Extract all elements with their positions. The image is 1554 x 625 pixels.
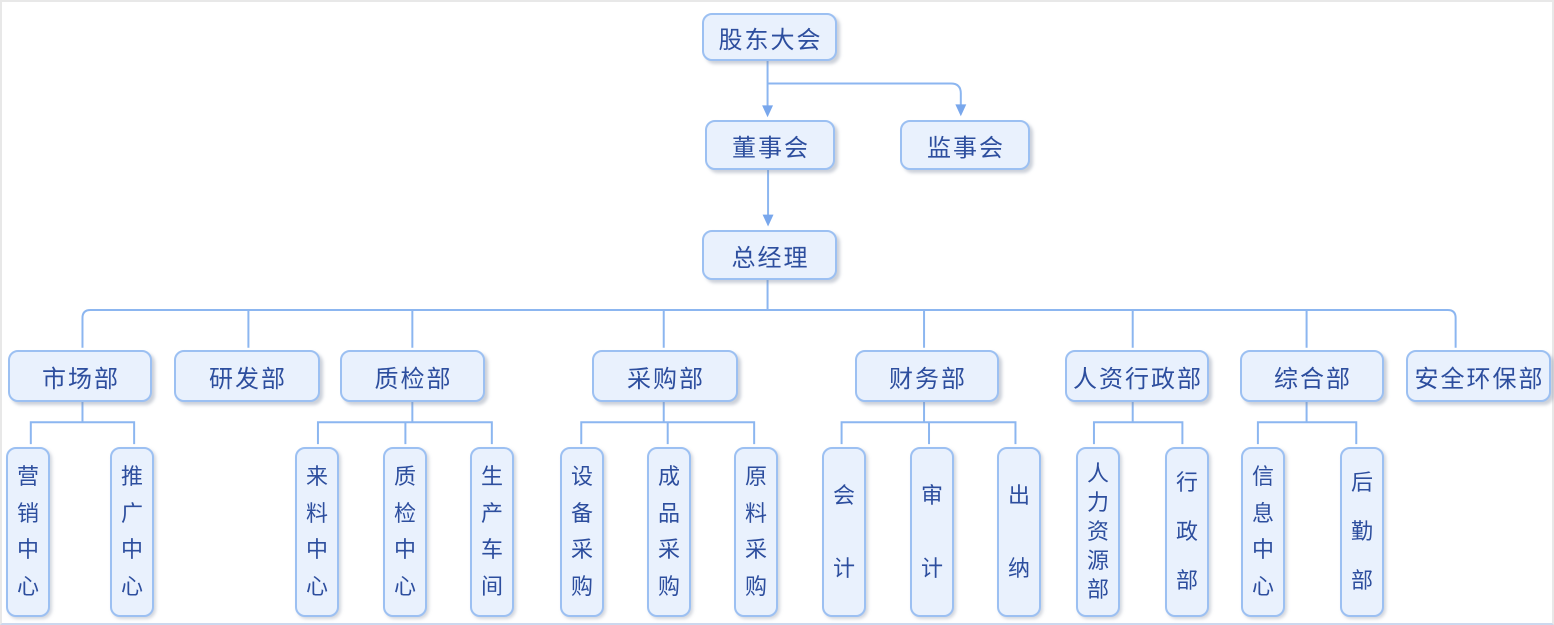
node-auditing[interactable]: 审计 xyxy=(910,447,954,617)
connector-gm-to-departments xyxy=(81,278,1457,348)
node-raw-material-purchasing[interactable]: 原料采购 xyxy=(734,447,778,617)
node-general-affairs-dept[interactable]: 综合部 xyxy=(1240,350,1384,402)
node-human-resources-dept[interactable]: 人力资源部 xyxy=(1076,447,1120,617)
node-admin-dept[interactable]: 行政部 xyxy=(1165,447,1209,617)
node-quality-inspection-center[interactable]: 质检中心 xyxy=(383,447,427,617)
node-cashier[interactable]: 出纳 xyxy=(997,447,1041,617)
node-information-center[interactable]: 信息中心 xyxy=(1241,447,1285,617)
connector-board-to-gm xyxy=(762,168,774,227)
node-marketing-center[interactable]: 营销中心 xyxy=(6,447,50,617)
node-safety-environment-dept[interactable]: 安全环保部 xyxy=(1406,350,1551,402)
node-shareholders-meeting[interactable]: 股东大会 xyxy=(702,13,837,61)
node-purchasing-dept[interactable]: 采购部 xyxy=(592,350,738,402)
connector-shareholders-to-level2 xyxy=(762,60,967,118)
node-rnd-dept[interactable]: 研发部 xyxy=(174,350,320,402)
node-finished-goods-purchasing[interactable]: 成品采购 xyxy=(647,447,691,617)
connector-quality-dept-children xyxy=(316,399,493,445)
node-accounting[interactable]: 会计 xyxy=(822,447,866,617)
node-equipment-purchasing[interactable]: 设备采购 xyxy=(560,447,604,617)
node-promotion-center[interactable]: 推广中心 xyxy=(110,447,154,617)
node-production-workshop[interactable]: 生产车间 xyxy=(470,447,514,617)
node-quality-inspection-dept[interactable]: 质检部 xyxy=(340,350,485,402)
node-supervisory-board[interactable]: 监事会 xyxy=(900,120,1030,170)
connector-hr-admin-dept-children xyxy=(1092,399,1184,445)
node-logistics-dept[interactable]: 后勤部 xyxy=(1340,447,1384,617)
connector-purchasing-dept-children xyxy=(580,399,756,445)
node-general-manager[interactable]: 总经理 xyxy=(702,230,837,280)
node-finance-dept[interactable]: 财务部 xyxy=(855,350,999,402)
node-marketing-dept[interactable]: 市场部 xyxy=(8,350,152,402)
connector-marketing-dept-children xyxy=(29,399,136,445)
node-board-of-directors[interactable]: 董事会 xyxy=(705,120,835,170)
node-hr-admin-dept[interactable]: 人资行政部 xyxy=(1065,350,1209,402)
connector-general-dept-children xyxy=(1256,399,1358,445)
connector-finance-dept-children xyxy=(840,399,1017,445)
node-incoming-material-center[interactable]: 来料中心 xyxy=(295,447,339,617)
